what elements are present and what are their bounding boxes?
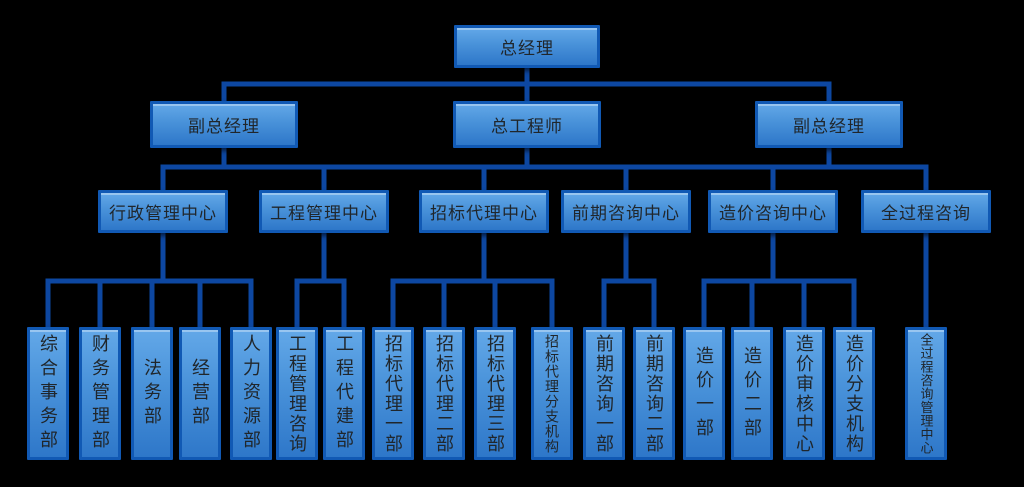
node-label: 全过程咨询	[881, 204, 971, 223]
node-label: 招标代理三部	[485, 333, 505, 454]
node-label: 招标代理分支机构	[544, 333, 560, 454]
node-label: 全过程咨询管理中心	[918, 332, 934, 455]
node-hr-dept: 人力资源部	[230, 327, 272, 460]
node-deputy-general-manager-left: 副总经理	[150, 101, 298, 148]
node-preliminary-consulting-center: 前期咨询中心	[561, 190, 691, 233]
node-whole-process-consulting: 全过程咨询	[861, 190, 991, 233]
node-bidding-agency-dept-1: 招标代理一部	[372, 327, 414, 460]
node-preliminary-consulting-dept-1: 前期咨询一部	[583, 327, 625, 460]
node-bidding-agency-branch: 招标代理分支机构	[531, 327, 573, 460]
node-label: 招标代理一部	[383, 333, 403, 454]
node-label: 造价二部	[742, 345, 762, 442]
node-label: 工程管理中心	[270, 204, 378, 223]
node-cost-consulting-center: 造价咨询中心	[708, 190, 838, 233]
node-label: 前期咨询一部	[594, 333, 614, 454]
node-chief-engineer: 总工程师	[453, 101, 601, 148]
node-engineering-management-center: 工程管理中心	[259, 190, 389, 233]
node-label: 行政管理中心	[109, 204, 217, 223]
node-cost-branch: 造价分支机构	[833, 327, 875, 460]
node-cost-audit-center: 造价审核中心	[783, 327, 825, 460]
node-preliminary-consulting-dept-2: 前期咨询二部	[633, 327, 675, 460]
node-label: 总工程师	[491, 117, 563, 136]
node-label: 财务管理部	[90, 333, 110, 454]
node-label: 法务部	[142, 357, 162, 430]
node-label: 经营部	[190, 357, 210, 430]
node-label: 造价一部	[694, 345, 714, 442]
node-bidding-agency-dept-3: 招标代理三部	[474, 327, 516, 460]
node-deputy-general-manager-right: 副总经理	[755, 101, 903, 148]
node-whole-process-consulting-management-center: 全过程咨询管理中心	[905, 327, 947, 460]
node-label: 招标代理二部	[434, 333, 454, 454]
node-label: 造价审核中心	[794, 333, 814, 454]
node-engineering-management-consulting: 工程管理咨询	[276, 327, 318, 460]
node-label: 副总经理	[188, 117, 260, 136]
node-label: 招标代理中心	[430, 204, 538, 223]
node-finance-management-dept: 财务管理部	[79, 327, 121, 460]
node-label: 造价分支机构	[844, 333, 864, 454]
node-engineering-agent-construction-dept: 工程代建部	[323, 327, 365, 460]
node-comprehensive-affairs-dept: 综合事务部	[27, 327, 69, 460]
node-legal-dept: 法务部	[131, 327, 173, 460]
node-label: 工程代建部	[334, 333, 354, 454]
node-label: 人力资源部	[241, 333, 261, 454]
node-label: 造价咨询中心	[719, 204, 827, 223]
node-cost-dept-2: 造价二部	[731, 327, 773, 460]
node-label: 前期咨询中心	[572, 204, 680, 223]
node-operations-dept: 经营部	[179, 327, 221, 460]
node-general-manager: 总经理	[454, 25, 600, 68]
node-label: 总经理	[500, 39, 554, 58]
node-cost-dept-1: 造价一部	[683, 327, 725, 460]
node-label: 工程管理咨询	[287, 333, 307, 454]
node-bidding-agency-dept-2: 招标代理二部	[423, 327, 465, 460]
node-label: 前期咨询二部	[644, 333, 664, 454]
node-label: 综合事务部	[38, 333, 58, 454]
node-admin-management-center: 行政管理中心	[98, 190, 228, 233]
node-bidding-agency-center: 招标代理中心	[419, 190, 549, 233]
node-label: 副总经理	[793, 117, 865, 136]
